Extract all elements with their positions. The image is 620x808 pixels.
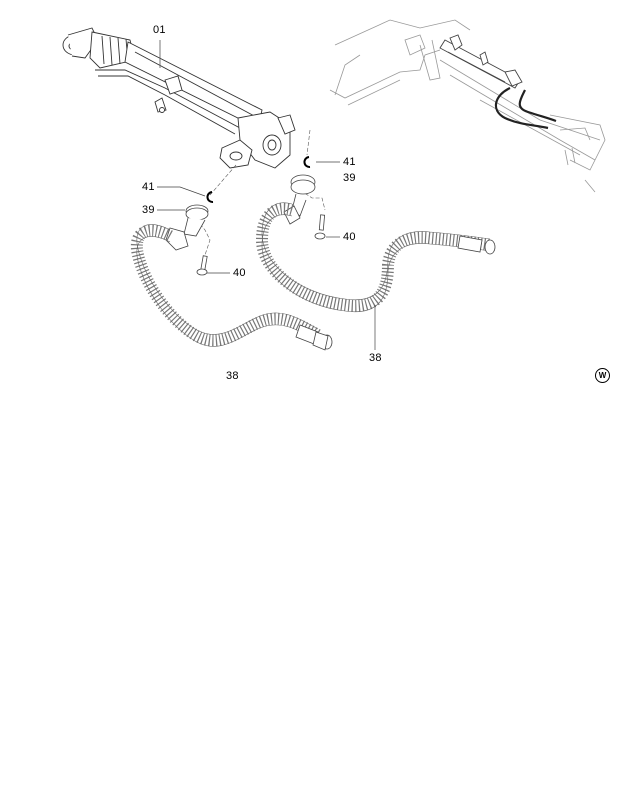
flange-left [165, 204, 209, 251]
callout-38-hose-right: 38 [369, 352, 382, 364]
leader-lines [157, 161, 376, 350]
callout-01-cylinder: 01 [153, 24, 166, 36]
o-ring-right [303, 156, 311, 168]
bolt-right [314, 214, 326, 240]
machine-overview-inset [329, 19, 606, 193]
callout-39-flange-right: 39 [343, 172, 356, 184]
callout-40-bolt-left: 40 [233, 267, 246, 279]
callout-41-o-ring-right: 41 [343, 156, 356, 168]
inset-cylinder [439, 34, 523, 89]
callout-40-bolt-right: 40 [343, 231, 356, 243]
reference-mark-w: W [595, 368, 610, 383]
o-ring-left [206, 191, 214, 203]
inset-hoses [494, 87, 557, 130]
hose-left-part-38 [130, 224, 333, 351]
bolt-left [196, 255, 208, 276]
flange-right [283, 174, 316, 225]
hose-right-part-38 [255, 202, 496, 313]
cylinder-part-01 [62, 27, 296, 169]
callout-39-flange-left: 39 [142, 204, 155, 216]
callout-38-hose-left: 38 [226, 370, 239, 382]
callout-41-o-ring-left: 41 [142, 181, 155, 193]
